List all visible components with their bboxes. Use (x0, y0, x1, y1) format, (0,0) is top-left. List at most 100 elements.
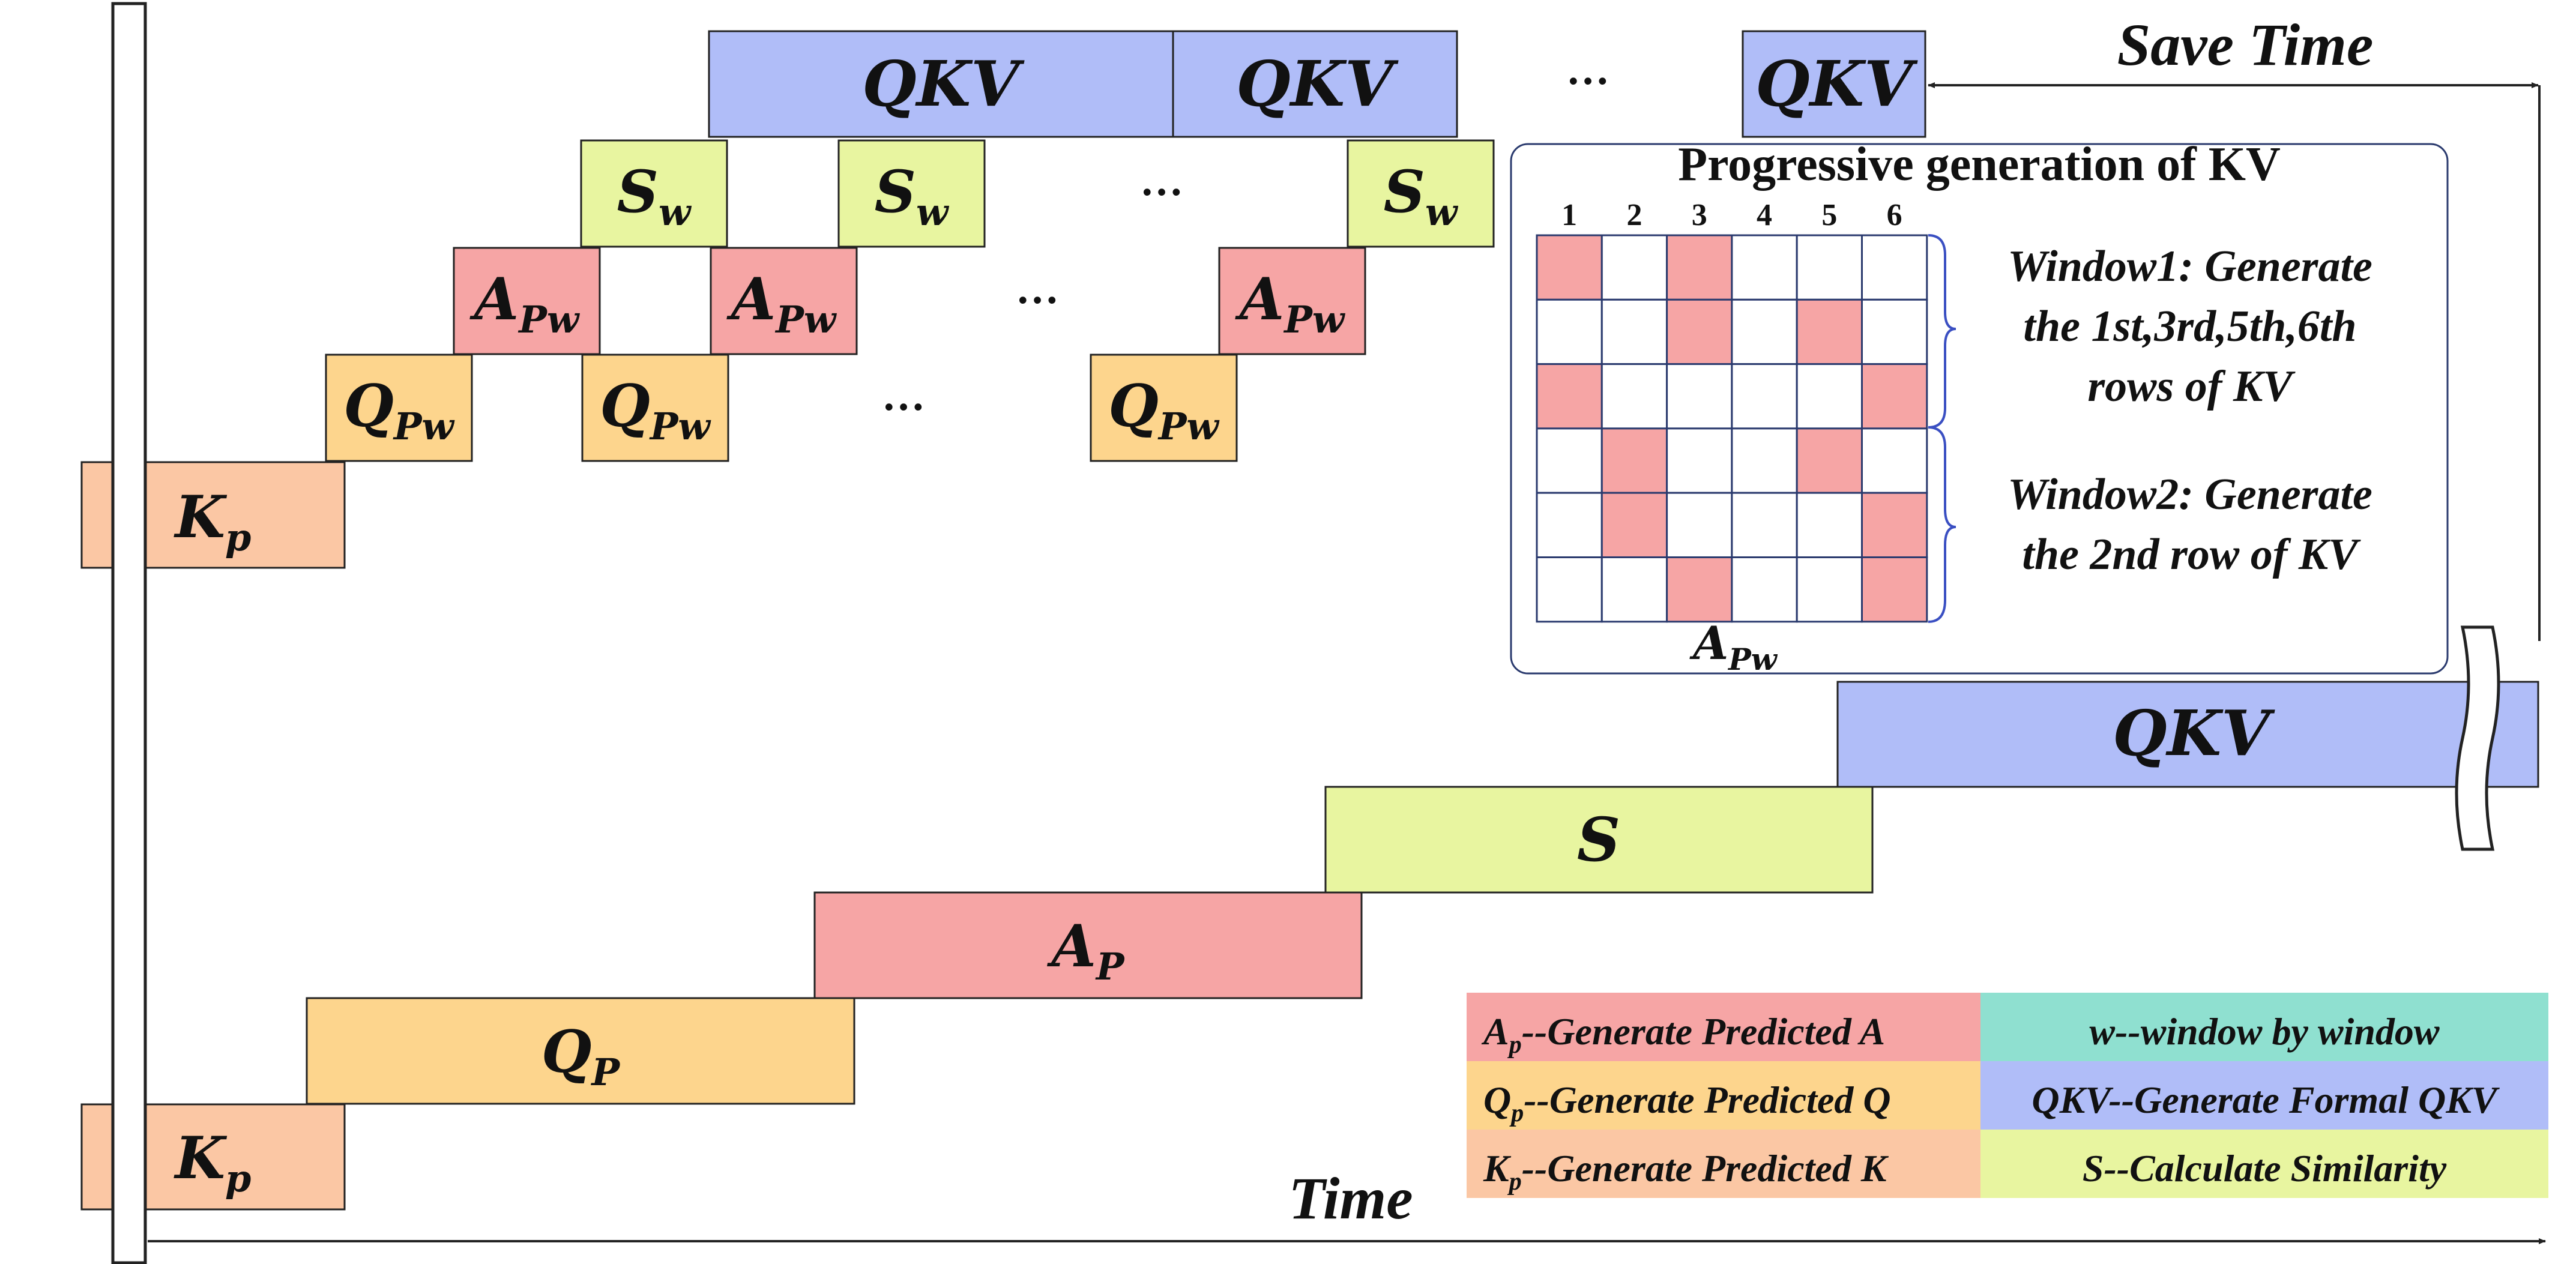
top-qkv-label-1: QKV (862, 47, 1025, 121)
left-break-bar (111, 2, 147, 1264)
grid-cell-r1-c3 (1666, 234, 1733, 301)
top-a-block-1 (453, 247, 601, 355)
grid-cell-r5-c4 (1731, 492, 1798, 559)
grid-cell-r3-c4 (1731, 363, 1798, 430)
legend-ap-swatch (1467, 993, 1980, 1061)
grid-cell-r4-c6 (1861, 427, 1928, 494)
grid-cell-r4-c1 (1536, 427, 1603, 494)
bottom-s-label: S (1577, 804, 1620, 875)
top-s-label-2: Sw (875, 158, 950, 234)
top-a-block-2 (710, 247, 858, 355)
grid-cell-r5-c2 (1600, 492, 1668, 559)
window1-text: Window1: Generate the 1st,3rd,5th,6th ro… (2007, 242, 2372, 411)
top-s-label-1: Sw (617, 158, 692, 234)
top-a-label-1: APw (469, 265, 581, 342)
top-q-label-1: QPw (343, 372, 455, 448)
legend-qp-text: Qp--Generate Predicted Q (1483, 1079, 1891, 1127)
top-a-blocks: APw APw APw (453, 247, 1366, 355)
bottom-q-block (306, 997, 855, 1105)
top-s-block-1 (580, 139, 728, 248)
top-a-label-3: APw (1235, 265, 1346, 342)
grid-cell-r5-c6 (1861, 492, 1928, 559)
legend-s-swatch (1980, 1130, 2548, 1198)
grid-cell-r4-c4 (1731, 427, 1798, 494)
grid-cell-r4-c3 (1666, 427, 1733, 494)
top-qkv-block-3 (1742, 30, 1926, 138)
top-ellipses: … … … … (882, 46, 1609, 420)
legend-kp-swatch (1467, 1130, 1980, 1198)
grid-cell-r6-c2 (1600, 556, 1668, 623)
time-axis-label: Time (1288, 1165, 1413, 1232)
window2-brace (1928, 426, 1956, 623)
bottom-a-block (813, 891, 1363, 999)
top-q-blocks: QPw QPw QPw (325, 354, 1238, 462)
top-q-block-3 (1090, 354, 1238, 462)
grid-cell-r6-c6 (1861, 556, 1928, 623)
grid-cell-r1-c2 (1600, 234, 1668, 301)
legend: Ap--Generate Predicted A Qp--Generate Pr… (1467, 993, 2548, 1198)
column-number-5: 5 (1821, 198, 1837, 232)
window1-line-1: Window1: Generate (2007, 242, 2372, 291)
grid-cell-r1-c1 (1536, 234, 1603, 301)
ellipsis-a: … (1016, 265, 1059, 313)
top-pipeline: Kp QPw QPw QPw APw APw APw Sw Sw S (80, 11, 2541, 641)
right-break-mark (2455, 625, 2500, 851)
column-number-4: 4 (1757, 198, 1772, 232)
grid-cell-r2-c2 (1600, 298, 1668, 366)
column-number-1: 1 (1561, 198, 1577, 232)
top-s-blocks: Sw Sw Sw (580, 139, 1495, 248)
inset-grid-label: APw (1689, 616, 1778, 677)
bottom-qkv-block (1836, 681, 2539, 788)
grid-cell-r3-c3 (1666, 363, 1733, 430)
time-axis: Time (111, 2, 2546, 1264)
legend-qp-swatch (1467, 1061, 1980, 1130)
bottom-qkv-label: QKV (2113, 696, 2275, 770)
grid-cell-r3-c6 (1861, 363, 1928, 430)
grid-cell-r6-c5 (1796, 556, 1863, 623)
grid-cell-r6-c1 (1536, 556, 1603, 623)
legend-w-text: w--window by window (2089, 1010, 2440, 1053)
window2-text: Window2: Generate the 2nd row of KV (2007, 470, 2372, 579)
ellipsis-qkv: … (1566, 46, 1609, 94)
grid-cell-r4-c5 (1796, 427, 1863, 494)
legend-qkv-swatch (1980, 1061, 2548, 1130)
column-number-3: 3 (1692, 198, 1707, 232)
legend-kp-text: Kp--Generate Predicted K (1483, 1147, 1889, 1196)
bottom-s-block (1324, 786, 1874, 894)
top-k-label: Kp (173, 483, 252, 559)
column-number-6: 6 (1887, 198, 1902, 232)
top-q-block-2 (581, 354, 729, 462)
grid-cell-r6-c4 (1731, 556, 1798, 623)
grid-cell-r4-c2 (1600, 427, 1668, 494)
grid-cell-r2-c1 (1536, 298, 1603, 366)
grid-cell-r3-c1 (1536, 363, 1603, 430)
grid-cell-r2-c3 (1666, 298, 1733, 366)
grid-cell-r1-c6 (1861, 234, 1928, 301)
top-s-block-3 (1347, 139, 1495, 248)
grid-cell-r2-c5 (1796, 298, 1863, 366)
bottom-k-label: Kp (173, 1124, 252, 1200)
ellipsis-s: … (1140, 157, 1183, 205)
grid-cell-r5-c3 (1666, 492, 1733, 559)
grid-cell-r2-c4 (1731, 298, 1798, 366)
window2-line-1: Window2: Generate (2007, 470, 2372, 519)
legend-ap-text: Ap--Generate Predicted A (1481, 1010, 1885, 1059)
inset-title: Progressive generation of KV (1678, 138, 2281, 191)
ellipsis-q: … (882, 372, 925, 420)
window1-line-3: rows of KV (2087, 362, 2296, 411)
save-time-label: Save Time (2117, 11, 2374, 78)
window2-line-2: the 2nd row of KV (2022, 530, 2361, 579)
legend-s-text: S--Calculate Similarity (2083, 1147, 2447, 1190)
grid-cell-r1-c5 (1796, 234, 1863, 301)
top-q-block-1 (325, 354, 473, 462)
top-q-label-3: QPw (1108, 372, 1220, 448)
top-s-label-3: Sw (1384, 158, 1459, 234)
save-time-annotation: Save Time (1928, 11, 2541, 641)
grid-cell-r6-c3 (1666, 556, 1733, 623)
inset-grid (1536, 234, 1928, 623)
window1-line-2: the 1st,3rd,5th,6th (2023, 302, 2356, 351)
top-s-block-2 (837, 139, 986, 248)
top-qkv-label-3: QKV (1755, 47, 1918, 121)
grid-cell-r3-c2 (1600, 363, 1668, 430)
